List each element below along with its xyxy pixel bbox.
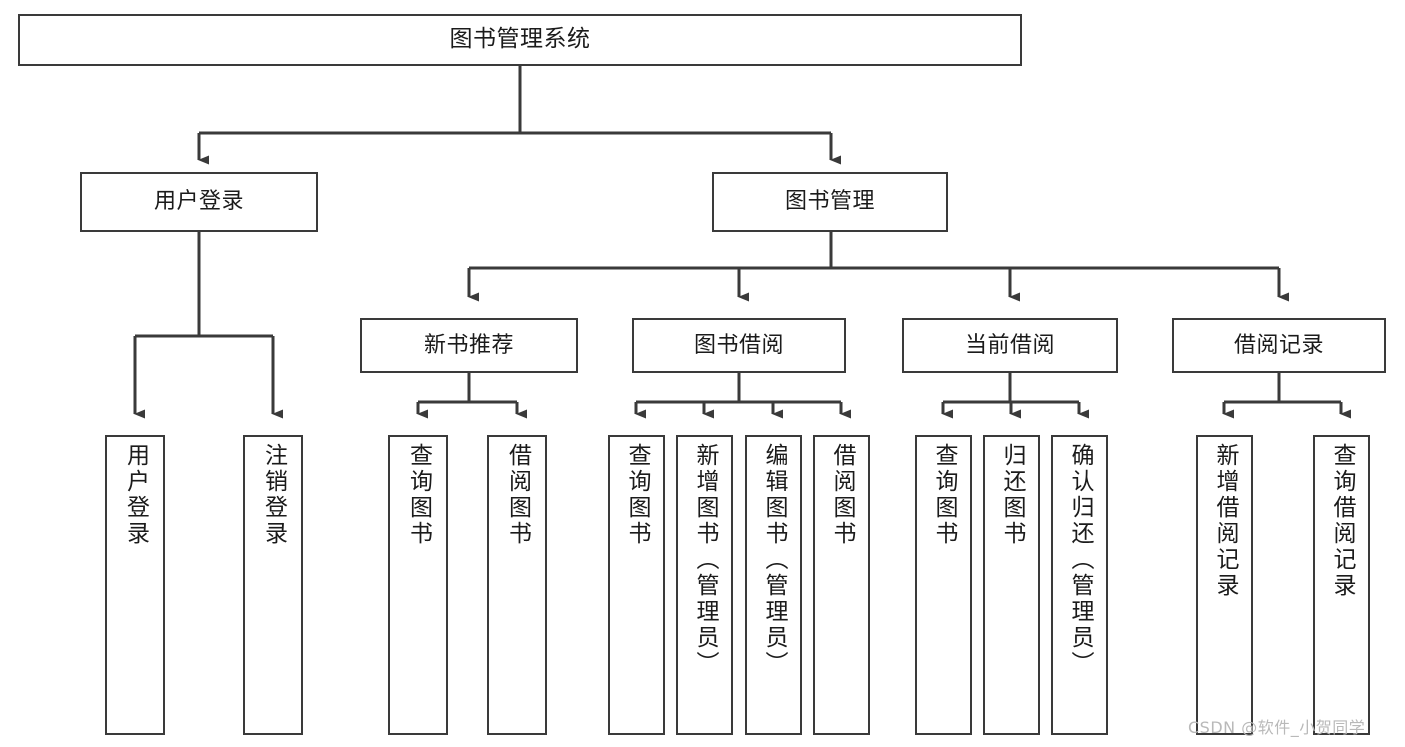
leaf-node[interactable]: 查询图书 [915,435,972,735]
leaf-node-label: 新增借阅记录 [1212,443,1238,599]
node-book-management[interactable]: 图书管理 [712,172,948,232]
leaf-node-label: 新增图书（管理员） [692,443,718,677]
leaf-node-label: 用户登录 [122,443,149,547]
node-book-borrow-label: 图书借阅 [693,332,784,358]
node-new-book-recommend-label: 新书推荐 [423,332,514,358]
leaf-node[interactable]: 借阅图书 [813,435,870,735]
csdn-watermark: CSDN @软件_小贺同学 [1188,718,1366,737]
leaf-node-label: 注销登录 [260,443,287,547]
leaf-node-label: 查询图书 [624,443,650,547]
leaf-node[interactable]: 查询图书 [608,435,665,735]
leaf-node-label: 编辑图书（管理员） [761,443,787,677]
node-root[interactable]: 图书管理系统 [18,14,1022,66]
node-user-login-label: 用户登录 [153,189,244,215]
leaf-node[interactable]: 借阅图书 [487,435,547,735]
leaf-node[interactable]: 新增借阅记录 [1196,435,1253,735]
leaf-node[interactable]: 查询借阅记录 [1313,435,1370,735]
node-current-borrow[interactable]: 当前借阅 [902,318,1118,373]
leaf-node[interactable]: 新增图书（管理员） [676,435,733,735]
node-root-label: 图书管理系统 [449,26,591,53]
leaf-node-label: 归还图书 [999,443,1025,547]
node-book-management-label: 图书管理 [784,189,875,215]
leaf-node-label: 查询图书 [931,443,957,547]
node-borrow-records[interactable]: 借阅记录 [1172,318,1386,373]
node-user-login[interactable]: 用户登录 [80,172,318,232]
leaf-node[interactable]: 注销登录 [243,435,303,735]
node-borrow-records-label: 借阅记录 [1233,332,1324,358]
leaf-node[interactable]: 归还图书 [983,435,1040,735]
node-book-borrow[interactable]: 图书借阅 [632,318,846,373]
leaf-node[interactable]: 编辑图书（管理员） [745,435,802,735]
leaf-node-label: 查询图书 [405,443,432,547]
leaf-node-label: 确认归还（管理员） [1067,443,1093,677]
leaf-node-label: 借阅图书 [829,443,855,547]
leaf-node-label: 查询借阅记录 [1329,443,1355,599]
leaf-node-label: 借阅图书 [504,443,531,547]
leaf-node[interactable]: 查询图书 [388,435,448,735]
leaf-node[interactable]: 确认归还（管理员） [1051,435,1108,735]
node-new-book-recommend[interactable]: 新书推荐 [360,318,578,373]
node-current-borrow-label: 当前借阅 [964,332,1055,358]
leaf-node[interactable]: 用户登录 [105,435,165,735]
